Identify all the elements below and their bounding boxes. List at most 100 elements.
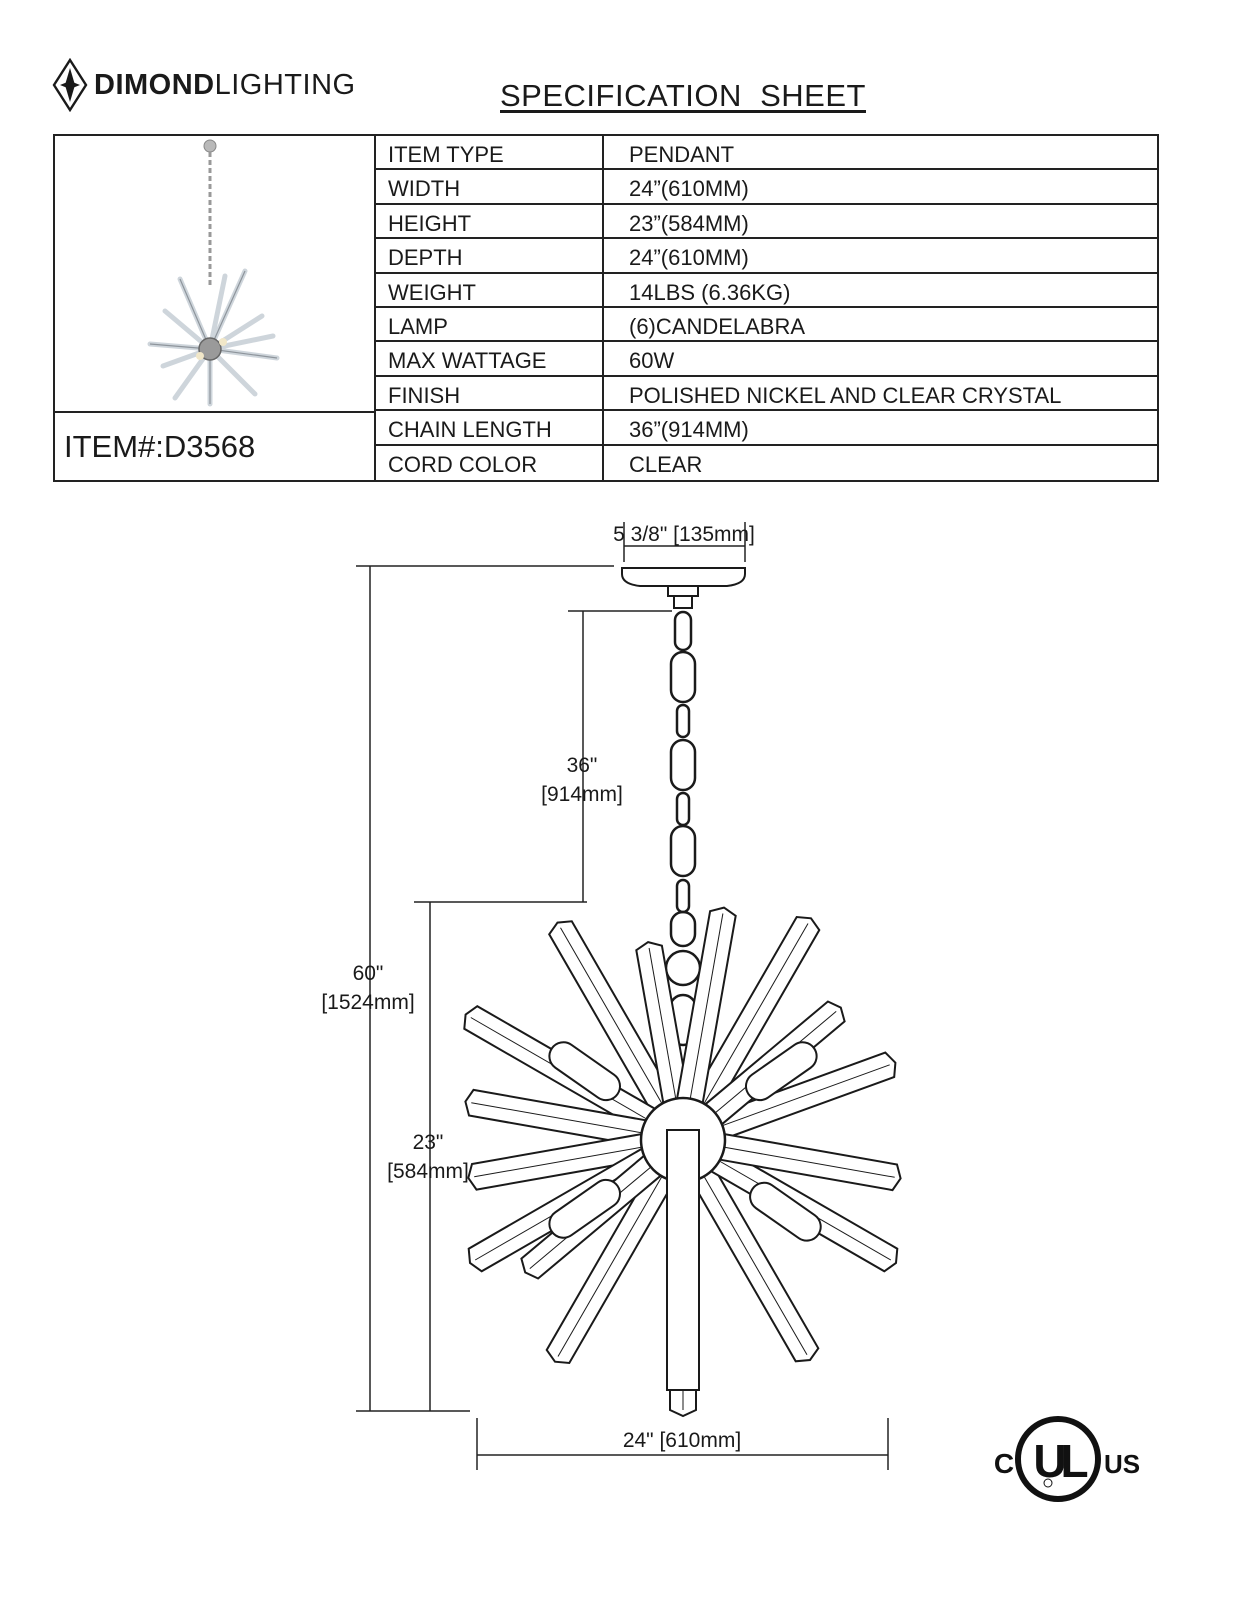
column-divider: [602, 376, 604, 410]
center-hub: [639, 1096, 727, 1184]
spec-key: MAX WATTAGE: [388, 348, 547, 374]
chain-drawing: [664, 610, 702, 1047]
crystal-rod: [690, 915, 821, 1114]
column-divider: [602, 308, 604, 341]
spec-row: CORD COLOR CLEAR: [376, 445, 1157, 480]
crystal-facet: [648, 947, 677, 1101]
spec-value: 24”(610MM): [629, 245, 749, 271]
column-divider: [602, 273, 604, 306]
crystal-facet: [471, 1102, 644, 1134]
crystal-rod: [669, 1179, 697, 1418]
ul-right-mark: US: [1104, 1449, 1140, 1479]
crystal-facet: [702, 923, 809, 1106]
spec-row: LAMP (6)CANDELABRA: [376, 308, 1157, 343]
spec-row: ITEM TYPE PENDANT: [376, 136, 1157, 171]
dimension-lines: [356, 522, 889, 1470]
spec-value: CLEAR: [629, 451, 703, 477]
crystal-rod: [467, 1132, 648, 1191]
spec-key: DEPTH: [388, 245, 463, 271]
body-dimension-in: 23": [413, 1131, 444, 1154]
candelabra-bulb: [749, 1181, 822, 1242]
crystal-facet: [689, 913, 724, 1101]
spec-key: FINISH: [388, 382, 461, 408]
canopy-drawing: [621, 567, 746, 609]
crystal-facet: [717, 1159, 892, 1261]
product-photo: [55, 136, 376, 413]
body-dimension-mm: [584mm]: [387, 1160, 469, 1183]
crystal-rod: [703, 1000, 846, 1126]
candelabra-bulb: [548, 1041, 621, 1102]
crystal-facet: [474, 1146, 644, 1178]
spec-rows: ITEM TYPE PENDANT WIDTH 24”(610MM) HEIGHT 23”…: [376, 136, 1157, 480]
spec-key: WIDTH: [388, 176, 461, 202]
brand-logo: DIMONDLIGHTING: [52, 58, 356, 112]
crystal-facet: [702, 1174, 808, 1356]
crystal-rod: [467, 1147, 657, 1273]
spec-value: 23”(584MM): [629, 210, 749, 236]
item-number: ITEM#:D3568: [64, 429, 256, 464]
crystal-rod: [714, 1051, 897, 1140]
spec-row: DEPTH 24”(610MM): [376, 239, 1157, 274]
column-divider: [602, 411, 604, 444]
column-divider: [602, 170, 604, 203]
ul-left-mark: C: [994, 1448, 1014, 1479]
crystal-rod: [548, 920, 676, 1114]
crystal-rod: [718, 1132, 902, 1192]
spec-table: ITEM#:D3568 ITEM TYPE PENDANT WIDTH 24”(610…: [53, 134, 1159, 482]
crystal-rod: [463, 1005, 657, 1133]
spec-row: FINISH POLISHED NICKEL AND CLEAR CRYSTAL: [376, 376, 1157, 412]
crystal-rod: [635, 941, 691, 1105]
crystal-rod: [709, 1147, 899, 1273]
crystal-rod: [690, 1166, 820, 1363]
chain-dimension-in: 36": [567, 754, 598, 777]
spec-key: CHAIN LENGTH: [388, 417, 552, 443]
overall-dimension-mm: [1524mm]: [321, 991, 414, 1014]
crystal-facet: [722, 1146, 895, 1178]
canopy-dimension: 5 3/8" [135mm]: [613, 523, 755, 546]
crystal-facet: [560, 927, 664, 1106]
overall-dimension-in: 60": [353, 962, 384, 985]
diamond-logo-icon: [52, 58, 88, 112]
spec-key: LAMP: [388, 314, 448, 339]
brand-name: DIMONDLIGHTING: [94, 70, 356, 100]
crystal-facet: [474, 1159, 649, 1261]
crystal-facet: [557, 1174, 664, 1357]
column-divider: [602, 342, 604, 375]
crystal-facet: [720, 1064, 890, 1127]
column-divider: [602, 204, 604, 238]
crystal-rod: [675, 906, 737, 1105]
spec-key: CORD COLOR: [388, 451, 538, 477]
crystal-facet: [713, 1011, 837, 1115]
page-title: SPECIFICATION SHEET: [500, 78, 866, 113]
width-dimension: 24" [610mm]: [623, 1429, 741, 1452]
column-divider: [602, 445, 604, 480]
spec-row: WIDTH 24”(610MM): [376, 170, 1157, 205]
crystal-facet: [529, 1165, 653, 1269]
spec-row: HEIGHT 23”(584MM): [376, 204, 1157, 240]
spec-value: PENDANT: [629, 142, 735, 167]
spec-key: ITEM TYPE: [388, 142, 504, 167]
spec-value: 60W: [629, 348, 675, 374]
spec-value: (6)CANDELABRA: [629, 314, 806, 339]
chain-dimension-mm: [914mm]: [541, 783, 623, 806]
crystal-rod: [520, 1154, 663, 1280]
ul-certification-icon: C UL US: [994, 1416, 1140, 1502]
item-number-cell: ITEM#:D3568: [55, 413, 376, 480]
spec-row: MAX WATTAGE 60W: [376, 342, 1157, 377]
ul-center-mark: UL: [1033, 1435, 1087, 1487]
starburst-drawing: [463, 906, 902, 1418]
crystal-rod: [464, 1088, 648, 1148]
candelabra-bulb: [548, 1178, 621, 1239]
spec-row: CHAIN LENGTH 36”(914MM): [376, 411, 1157, 446]
crystal-facet: [470, 1017, 649, 1121]
spec-value: POLISHED NICKEL AND CLEAR CRYSTAL: [629, 382, 1062, 408]
column-divider: [602, 136, 604, 169]
spec-key: WEIGHT: [388, 279, 476, 305]
spec-value: 24”(610MM): [629, 176, 749, 202]
column-divider: [602, 239, 604, 272]
spec-key: HEIGHT: [388, 210, 472, 236]
spec-value: 36”(914MM): [629, 417, 749, 443]
bottom-crystal: [666, 1129, 700, 1391]
crystal-rod: [545, 1166, 676, 1365]
